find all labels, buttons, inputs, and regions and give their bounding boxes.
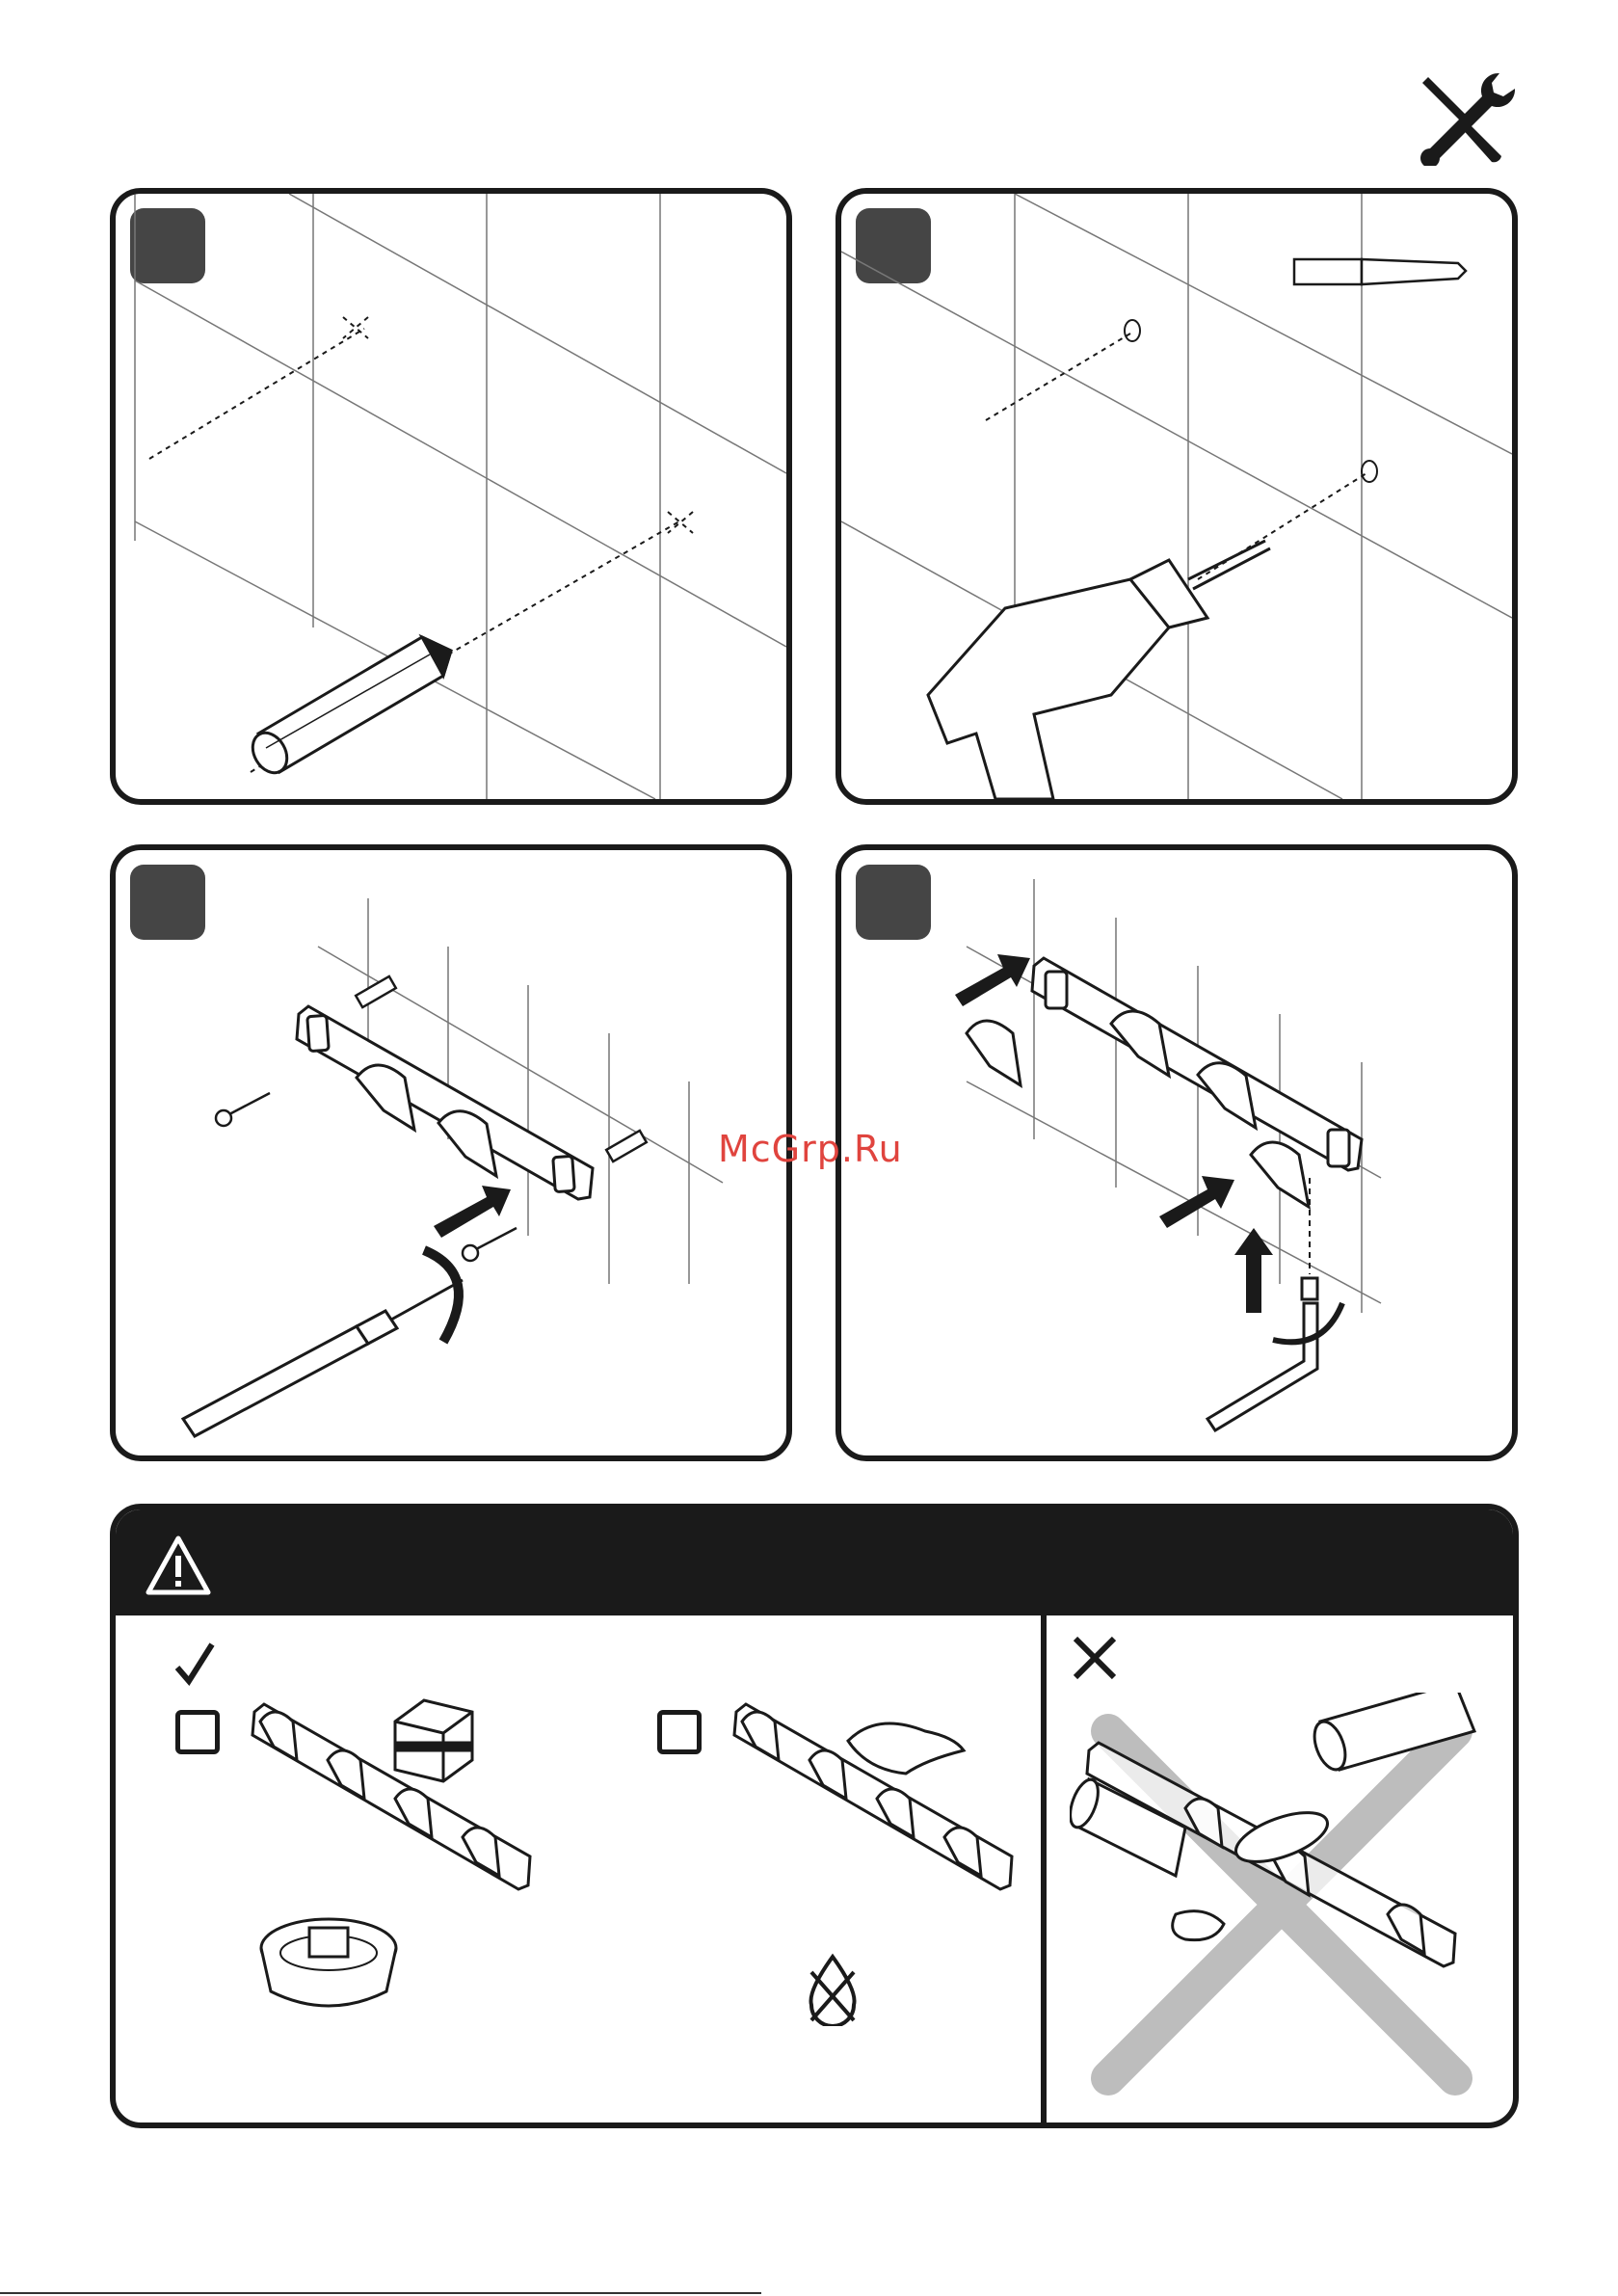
screws-and-dowels xyxy=(216,976,647,1261)
footer-line xyxy=(0,2292,761,2294)
powder-shaker-icon xyxy=(1309,1693,1474,1774)
care-header-bar xyxy=(116,1509,1513,1615)
check-icon xyxy=(173,1641,216,1687)
step-1-illustration xyxy=(116,194,786,799)
hex-key-icon xyxy=(1207,1278,1317,1430)
watermark: McGrp.Ru xyxy=(718,1128,903,1170)
checkbox-1[interactable] xyxy=(175,1710,220,1754)
step-panel-4 xyxy=(836,844,1518,1461)
forbidden-cleaners-illustration xyxy=(1070,1693,1494,2117)
checkbox-2[interactable] xyxy=(657,1710,702,1754)
tools-icon xyxy=(1415,66,1517,166)
rail xyxy=(1032,958,1362,1170)
care-divider xyxy=(1041,1615,1047,2128)
drill-icon xyxy=(928,541,1270,799)
rail-with-sponge xyxy=(251,1693,540,1905)
step-3-illustration xyxy=(116,850,786,1455)
no-water-drop-icon xyxy=(804,1953,862,2026)
water-bowl-icon xyxy=(256,1905,401,2020)
spilled-cleaner xyxy=(1173,1911,1224,1940)
rail xyxy=(297,1006,593,1199)
arrow-icon xyxy=(434,1186,511,1238)
cloth-icon xyxy=(848,1723,964,1774)
step-2-illustration xyxy=(841,194,1512,799)
sponge-icon xyxy=(395,1700,472,1781)
warning-triangle-icon xyxy=(145,1535,212,1596)
step-panel-3 xyxy=(110,844,792,1461)
drill-bit-icon xyxy=(1294,259,1466,284)
step-4-illustration xyxy=(841,850,1512,1455)
screwdriver-icon xyxy=(183,1280,463,1436)
step-panel-1 xyxy=(110,188,792,805)
step-panel-2 xyxy=(836,188,1518,805)
cross-icon xyxy=(1072,1635,1118,1681)
rail-with-cloth xyxy=(732,1693,1021,1905)
care-panel xyxy=(110,1504,1519,2128)
